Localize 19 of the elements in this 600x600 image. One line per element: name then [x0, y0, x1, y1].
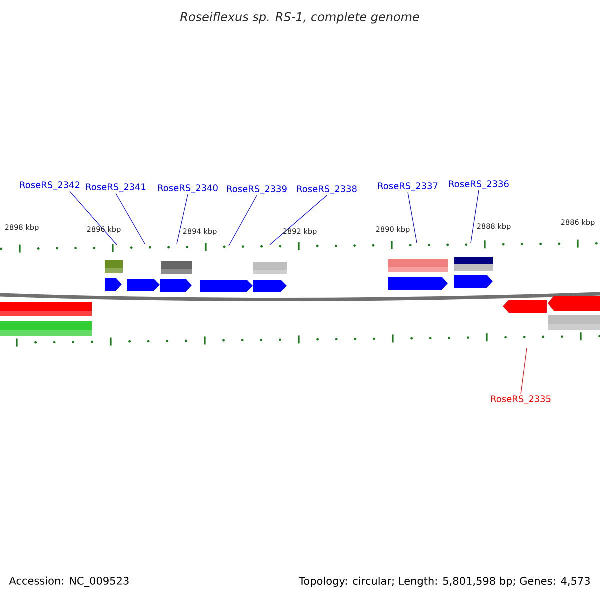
leader-line [228, 195, 258, 246]
leader-line [520, 348, 528, 395]
accession-text: Accession: NC_009523 [9, 576, 129, 588]
gene-label: RoseRS_2341 [86, 184, 146, 192]
gene-label: RoseRS_2338 [297, 186, 357, 194]
genome-info-text: Topology: circular; Length: 5,801,598 bp; Genes: 4,573 [299, 576, 590, 588]
title: Roseiflexus sp. RS-1, complete genome [180, 12, 420, 24]
leader-line [270, 195, 328, 246]
gene-label: RoseRS_2336 [449, 180, 509, 190]
gene-label: RoseRS_2342 [20, 182, 80, 190]
leader-line [470, 190, 480, 244]
gene-label: RoseRS_2335 [491, 396, 551, 404]
gene-label: RoseRS_2339 [227, 186, 287, 194]
gene-label: RoseRS_2340 [158, 184, 218, 194]
gene-label: RoseRS_2337 [378, 182, 438, 192]
leader-line [408, 192, 418, 244]
leader-line [70, 191, 118, 246]
leader-line [116, 193, 146, 244]
leader-line [176, 194, 188, 244]
